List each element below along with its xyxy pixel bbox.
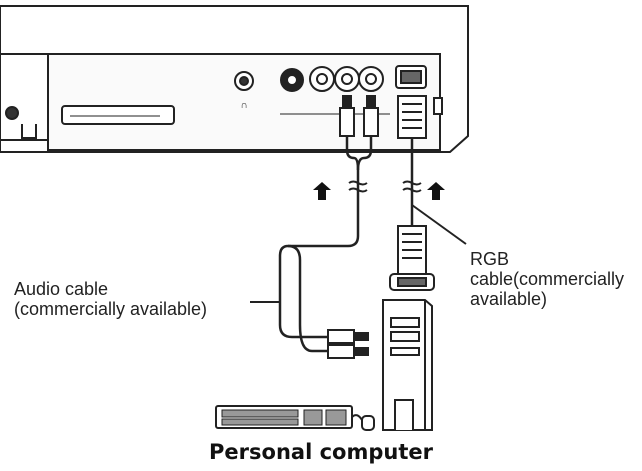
rgb-cable-label-line-3: available) [470,289,548,309]
video-jack-center [316,73,328,85]
cables [278,136,414,353]
rgb-connector-bottom [389,225,435,291]
audio-cable-split [287,244,328,353]
audio-plug-lower-1-tip [353,332,369,341]
rgb-switch [433,97,443,115]
rgb-cable-label-line-2: cable(commercially [470,269,625,289]
card-slot [61,105,175,125]
left-jack [5,106,19,120]
rgb-break-mark-1 [402,180,422,186]
direction-arrows [313,182,445,200]
audio-plugs-bottom [327,329,369,359]
arrow-up-icon [313,182,331,200]
rgb-break-mark-2 [402,187,422,193]
keyboard-arrow-keys [303,409,323,426]
audio-cable-label-line-2: (commercially available) [14,299,208,319]
mouse [361,415,375,431]
left-bracket [21,124,37,139]
keyboard-numpad [325,409,347,426]
audio-plug-left-body [339,107,355,137]
headphone-jack-inner [239,76,249,86]
audio-cable-label: Audio cable (commercially available) [14,279,207,319]
audio-plug-lower-2-body [327,344,355,359]
keyboard-keys-row2 [221,418,299,426]
leader-lines [250,204,467,303]
tower-drive-bay-2 [390,331,420,342]
rgb-label-leader [411,204,467,245]
headphone-icon: ∩ [240,100,247,111]
headphone-jack: ∩ [234,71,254,111]
card-slot-frame [61,105,175,125]
rgb-connector-plug-pins [397,277,427,287]
left-side-components [5,106,37,139]
audio-plug-lower-1-body [327,329,355,344]
tower-drive-bay-3 [390,347,420,356]
break-marks [348,180,422,193]
rgb-cable-label-line-1: RGB [470,249,510,269]
audio-cable-right [356,136,373,171]
s-video-jack-center [286,74,298,86]
audio-break-mark-2 [348,187,368,193]
tower-drive-bay-1 [390,317,420,328]
audio-cable-left [278,136,360,339]
audio-plug-right-body [363,107,379,137]
tower-front-panel [394,399,414,430]
audio-break-mark-1 [348,180,368,186]
audio-jack-left-center [341,73,353,85]
rgb-port [395,65,443,115]
audio-jack-right-center [365,73,377,85]
rgb-connector-body [397,95,427,139]
computer-tower [382,299,433,431]
rgb-cable-label: RGB cable(commercially available) [470,249,642,309]
audio-cable-label-line-1: Audio cable [14,279,109,299]
personal-computer-label: Personal computer [209,440,433,464]
keyboard-and-mouse [215,405,375,431]
arrow-up-icon [427,182,445,200]
audio-plugs-top [339,95,379,137]
mouse-cable [351,414,363,421]
rgb-port-pins [400,70,422,84]
audio-plug-lower-2-tip [353,347,369,356]
keyboard-keys-row1 [221,409,299,418]
rgb-connector-top [397,95,427,139]
